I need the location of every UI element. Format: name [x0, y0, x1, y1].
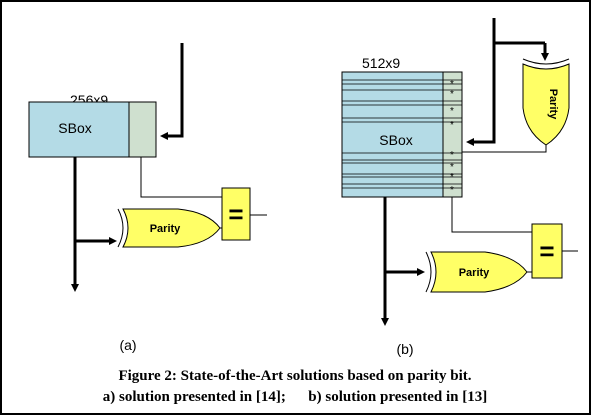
parity-gate-a-label: Parity — [150, 223, 181, 235]
sbox-b-label: SBox — [379, 132, 412, 148]
wire-sbox-b-to-eq — [451, 197, 547, 233]
panel-b-sublabel: (b) — [396, 341, 413, 357]
xor-input-curve-bottom-b — [425, 251, 432, 293]
parity-gate-a — [122, 208, 221, 248]
wire-parity-top-to-sbox-b — [462, 145, 547, 153]
sbox-b-row-marks: * * * * * * * * — [450, 79, 454, 196]
parity-gate-bottom-b — [430, 251, 528, 293]
comparator-b-label: = — [539, 236, 554, 266]
row-mark: * — [450, 162, 454, 173]
input-arrow-to-sbox-b — [466, 43, 496, 146]
comparator-a-label: = — [228, 199, 243, 229]
wire-sbox-a-to-eq — [140, 157, 236, 198]
comparator-a — [221, 187, 251, 241]
sbox-a-parity-column — [128, 101, 157, 158]
row-mark: * — [450, 120, 454, 131]
xor-input-curve-a — [117, 208, 124, 248]
parity-gate-bottom-b-label: Parity — [459, 267, 490, 279]
panel-a: 256x9 SBox Parity = (a) — [28, 43, 267, 353]
input-arrow-a — [160, 43, 184, 140]
row-mark: * — [450, 106, 454, 117]
panel-a-sublabel: (a) — [119, 337, 136, 353]
xor-input-curve-top-b — [522, 58, 570, 65]
parity-gate-top-b — [522, 63, 570, 146]
panel-b: 512x9 SBox * * * * * * * * Parity — [341, 18, 578, 357]
row-mark: * — [450, 150, 454, 161]
row-mark: * — [450, 172, 454, 183]
caption-line-1: Figure 2: State-of-the-Art solutions bas… — [118, 368, 471, 384]
row-mark: * — [450, 185, 454, 196]
panel-b-size-label: 512x9 — [362, 55, 400, 71]
sbox-a-label: SBox — [58, 120, 91, 136]
sbox-b-row-lines — [342, 79, 462, 189]
row-mark: * — [450, 89, 454, 100]
caption-line-2: a) solution presented in [14]; b) soluti… — [103, 389, 487, 405]
sbox-b-label-bg — [368, 128, 424, 150]
comparator-b — [531, 223, 563, 279]
row-mark: * — [450, 79, 454, 90]
parity-gate-top-b-label: Parity — [547, 89, 559, 120]
